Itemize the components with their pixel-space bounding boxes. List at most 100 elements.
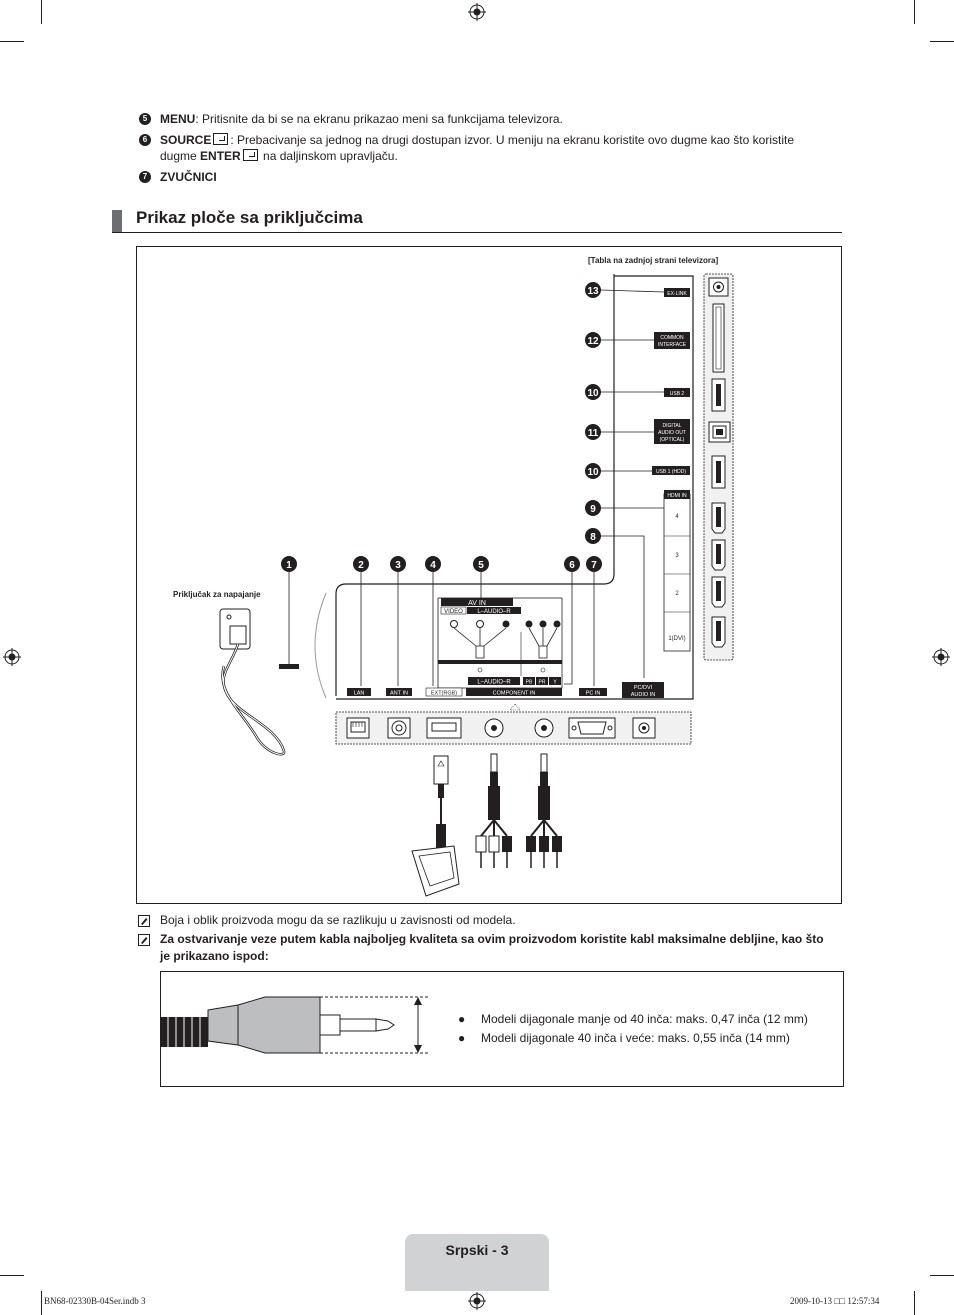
label-ant: ANT IN xyxy=(390,691,408,697)
label-av-in: AV IN xyxy=(468,600,486,607)
label-pc-bg xyxy=(579,688,607,696)
label-ci: INTERFACE xyxy=(658,342,687,348)
label-av-audio: L–AUDIO–R xyxy=(477,609,511,615)
registration-mark-icon xyxy=(468,3,486,21)
enter-icon xyxy=(213,133,229,145)
cable-spec: Modeli dijagonale manje od 40 inča: maks… xyxy=(481,1012,808,1026)
label-lan: LAN xyxy=(354,691,365,697)
svg-text:8: 8 xyxy=(590,532,596,543)
av-jacks xyxy=(438,620,562,676)
note-icon xyxy=(138,934,150,946)
footer-timestamp: 2009-10-13 □□ 12:57:34 xyxy=(790,1296,880,1306)
callout-12: 12 xyxy=(585,332,654,348)
port-vga-icon xyxy=(568,717,616,739)
svg-text:7: 7 xyxy=(591,560,597,571)
crop-mark xyxy=(41,0,42,24)
label-component-y: Y xyxy=(553,680,557,686)
crop-mark xyxy=(0,1275,24,1276)
label-exlink: EX-LINK xyxy=(667,291,687,297)
callout-11: 11 xyxy=(585,424,654,440)
power-label: Priključak za napajanje xyxy=(173,590,261,599)
port-antenna-icon xyxy=(387,717,411,739)
label-pc: PC IN xyxy=(586,691,601,697)
label-hdmi-3: 3 xyxy=(675,553,679,559)
label-usb2: USB 2 xyxy=(670,391,685,397)
port-scart-icon xyxy=(426,717,462,739)
svg-text:4: 4 xyxy=(430,560,436,571)
label-pcdvi-bg xyxy=(622,682,664,698)
item-number-badge: 7 xyxy=(139,171,151,183)
label-component: COMPONENT IN xyxy=(493,691,536,697)
page-number: Srpski - 3 xyxy=(445,1242,509,1258)
label-hdmi-bg xyxy=(664,490,690,499)
callout-7: 7 xyxy=(586,556,602,686)
label-hdmi: HDMI IN xyxy=(667,493,687,499)
section-heading-bar xyxy=(112,210,122,232)
label-exlink-bg xyxy=(664,288,690,297)
crop-mark xyxy=(930,41,954,42)
cable-plug-body xyxy=(207,996,321,1054)
registration-mark-icon xyxy=(932,648,950,666)
panel-caption: [Tabla na zadnjoj strani televizora] xyxy=(588,256,718,265)
label-digital-audio: DIGITAL xyxy=(662,423,681,429)
port-lan-icon xyxy=(346,717,370,739)
label-hdmi-1: 1(DVI) xyxy=(668,636,685,642)
note-line: je prikazano ispod: xyxy=(160,949,269,963)
port-av-icon xyxy=(484,718,504,738)
cable-plug-drawing xyxy=(160,996,430,1054)
crop-mark xyxy=(914,1291,915,1315)
section-title: Prikaz ploče sa priključcima xyxy=(136,208,363,227)
svg-text:2: 2 xyxy=(358,560,364,571)
svg-text:5: 5 xyxy=(478,560,484,571)
callout-2: 2 xyxy=(353,556,369,686)
item-text: : Pritisnite da bi se na ekranu prikazao… xyxy=(195,112,563,126)
label-ext-bg xyxy=(425,687,463,697)
port-ci-slot-icon xyxy=(712,303,725,373)
bullet: ● xyxy=(458,1031,466,1045)
label-hdmi-2: 2 xyxy=(675,591,679,597)
item-label: ZVUČNICI xyxy=(160,170,217,184)
tv-panel-outline xyxy=(336,275,694,700)
enter-icon xyxy=(242,149,258,161)
av-rca-cable-icon xyxy=(475,753,512,868)
svg-text:9: 9 xyxy=(590,504,596,515)
callout-5: 5 xyxy=(473,556,489,598)
callout-10-usb1: 10 xyxy=(585,463,652,479)
power-connector-icon xyxy=(219,608,286,756)
port-component-icon xyxy=(534,718,554,738)
label-pcdvi: AUDIO IN xyxy=(631,692,655,698)
item-number-badge: 5 xyxy=(139,113,151,125)
callout-4: 4 xyxy=(425,556,441,686)
crop-mark xyxy=(930,1275,954,1276)
item-number-badge: 6 xyxy=(139,134,151,146)
registration-mark-icon xyxy=(3,648,21,666)
label-usb1-bg xyxy=(652,466,690,475)
svg-text:6: 6 xyxy=(569,560,575,571)
crop-mark xyxy=(0,41,24,42)
port-hdmi-4-icon xyxy=(711,502,726,534)
crop-mark xyxy=(41,1291,42,1315)
tv-back-outline xyxy=(335,274,615,696)
item-source: SOURCE: Prebacivanje sa jednog na drugi … xyxy=(160,132,840,164)
note-line: Za ostvarivanje veze putem kabla najbolj… xyxy=(160,932,824,946)
bullet: ● xyxy=(458,1012,466,1026)
svg-text:12: 12 xyxy=(587,336,599,347)
svg-text:10: 10 xyxy=(587,388,599,399)
port-pc-audio-icon xyxy=(632,717,656,739)
note-text: Boja i oblik proizvoda mogu da se razlik… xyxy=(160,913,516,927)
scart-cable-icon xyxy=(411,755,460,897)
label-digital-audio: AUDIO OUT xyxy=(658,430,686,436)
connection-panel-diagram xyxy=(136,246,842,904)
item-label: ENTER xyxy=(200,149,241,163)
svg-text:13: 13 xyxy=(587,286,599,297)
label-ci: COMMON xyxy=(660,335,684,341)
item-text: dugme xyxy=(160,149,201,163)
callout-3: 3 xyxy=(390,556,406,686)
label-ci-bg xyxy=(654,332,690,349)
item-label: MENU xyxy=(160,112,196,126)
item-label: SOURCE xyxy=(160,133,212,147)
label-component-pb: PB xyxy=(526,680,533,686)
connection-panel-drawing: [Tabla na zadnjoj strani televizora] EX-… xyxy=(173,256,734,897)
callout-10-usb2: 10 xyxy=(585,384,664,400)
svg-text:10: 10 xyxy=(587,467,599,478)
